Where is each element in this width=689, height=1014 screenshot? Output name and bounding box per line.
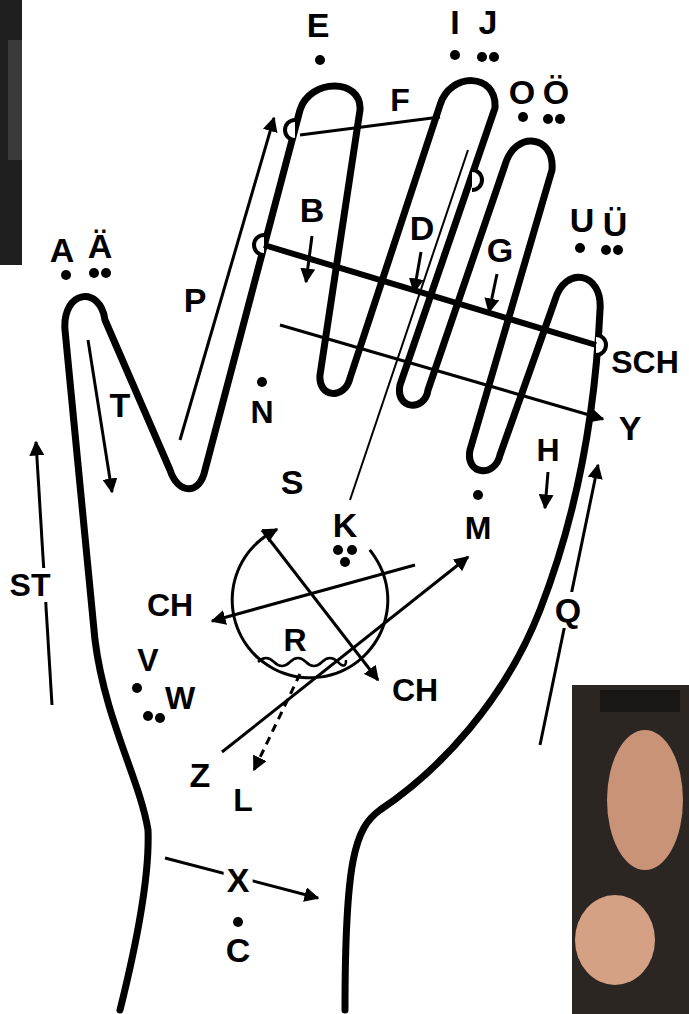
letter-label: V: [137, 644, 158, 676]
gesture-arrow: [489, 274, 497, 312]
letter-label: L: [233, 784, 253, 816]
tap-dot: [543, 114, 553, 124]
letter-label: Ü: [603, 207, 628, 241]
letter-label: H: [536, 434, 559, 466]
tap-dot: [473, 490, 483, 500]
letter-label: M: [465, 512, 492, 544]
joint-knob: [472, 170, 482, 190]
photo-fragment: [8, 40, 22, 160]
gesture-arrow: [540, 465, 598, 745]
wave-line: [258, 658, 346, 666]
tap-dot: [132, 683, 142, 693]
letter-label: D: [410, 211, 435, 245]
gesture-arrow: [180, 118, 274, 440]
tap-dot: [315, 55, 325, 65]
letter-label: O: [509, 75, 535, 109]
tap-dot: [347, 545, 357, 555]
stroke-line: [350, 150, 468, 500]
tap-dot: [340, 557, 350, 567]
letter-label: F: [390, 84, 410, 116]
letter-label: X: [224, 862, 253, 898]
tap-dot: [489, 52, 499, 62]
tap-dot: [613, 245, 623, 255]
tap-dot: [601, 245, 611, 255]
letter-label: U: [570, 203, 595, 237]
joint-knob: [254, 235, 264, 255]
photo-fragment: [572, 685, 689, 1014]
hand-outline: [65, 81, 600, 1010]
photo-fragment: [600, 690, 680, 712]
gesture-arrow: [414, 252, 421, 292]
letter-label: K: [333, 508, 358, 542]
tap-dot: [575, 243, 585, 253]
tap-dots: [61, 50, 623, 927]
letter-label: CH: [392, 674, 438, 706]
tap-dot: [518, 112, 528, 122]
letter-label: C: [226, 933, 251, 967]
letter-label: Ä: [88, 229, 113, 263]
letter-label: Y: [619, 411, 642, 445]
tap-dot: [257, 377, 267, 387]
tap-dot: [555, 114, 565, 124]
tap-dot: [233, 917, 243, 927]
stroke-line: [300, 117, 440, 135]
gesture-arrow: [306, 236, 312, 282]
tap-dot: [333, 545, 343, 555]
gesture-arrow: [222, 557, 468, 752]
letter-label: G: [487, 233, 513, 267]
letter-label: B: [300, 193, 325, 227]
gesture-arrow: [545, 472, 548, 508]
tap-dot: [89, 268, 99, 278]
gesture-arrow: [280, 325, 603, 419]
letter-label: ST: [7, 568, 54, 602]
joint-knob: [285, 120, 295, 140]
tap-dot: [101, 268, 111, 278]
photo-fragment: [607, 730, 683, 870]
letter-label: SCH: [611, 346, 679, 378]
letter-label: E: [307, 8, 330, 42]
letter-label: N: [250, 396, 273, 428]
letter-label: Q: [552, 592, 584, 628]
gesture-arrow: [254, 674, 300, 770]
letter-label: I: [450, 5, 459, 39]
letter-label: Z: [190, 758, 211, 792]
gesture-arrow: [88, 340, 112, 492]
tap-dot: [155, 713, 165, 723]
letter-label: J: [479, 5, 498, 39]
letter-label: R: [283, 624, 306, 656]
letter-label: S: [281, 465, 304, 499]
circle-arrow: [232, 529, 388, 677]
tap-dot: [61, 270, 71, 280]
joint-knob: [596, 335, 606, 355]
letter-label: CH: [147, 589, 193, 621]
letter-label: W: [165, 682, 195, 714]
photo-fragment: [575, 895, 655, 985]
tap-dot: [143, 711, 153, 721]
letter-label: T: [110, 388, 131, 422]
photo-fragment: [0, 0, 22, 265]
letter-label: Ö: [543, 75, 569, 109]
letter-label: P: [184, 283, 207, 317]
gesture-arrow: [165, 858, 318, 898]
tap-dot: [477, 52, 487, 62]
letter-label: A: [50, 233, 75, 267]
tap-dot: [450, 50, 460, 60]
